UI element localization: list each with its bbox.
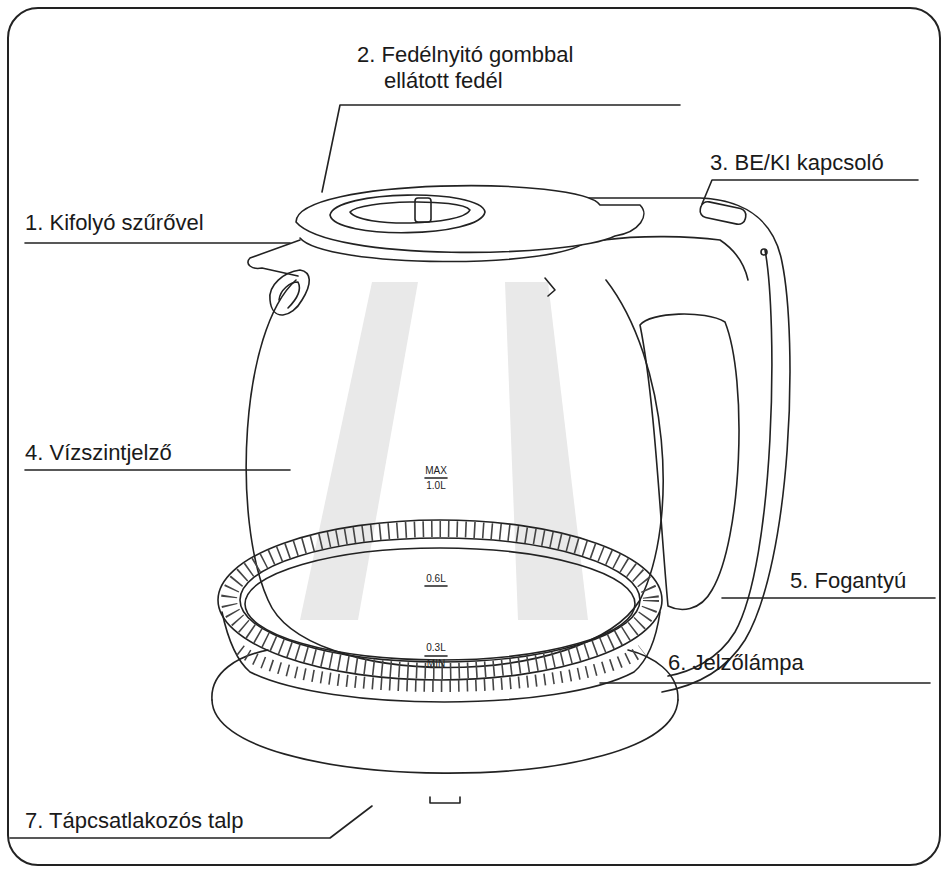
- glass-body: [246, 280, 663, 668]
- part-label: 4. Vízszintjelző: [25, 440, 172, 466]
- glass-reflection: [505, 282, 588, 620]
- part-label: 2. Fedélnyitó gombbal ellátott fedél: [357, 42, 634, 95]
- part-label: 5. Fogantyú: [790, 568, 906, 594]
- leader-line: [600, 682, 930, 684]
- scale-mark: 1.0L: [426, 480, 445, 492]
- handle-opening: [640, 314, 739, 609]
- handle: [668, 250, 772, 676]
- lid-button-grip: [415, 198, 431, 222]
- scale-mark: 0.6L: [426, 573, 445, 585]
- spout-filter: [270, 270, 309, 315]
- spout-filter: [279, 282, 299, 308]
- part-label: 3. BE/KI kapcsoló: [710, 150, 884, 176]
- part-label: 6. Jelzőlámpa: [668, 650, 804, 676]
- level-ring-ticks: [229, 529, 651, 671]
- heating-plate: [245, 548, 635, 660]
- level-ring: [222, 612, 660, 702]
- scale-mark: 0.3L: [426, 642, 445, 654]
- leader-line: [10, 806, 372, 838]
- spout: [248, 240, 300, 276]
- scale-line: [425, 655, 447, 657]
- lid: [296, 186, 644, 253]
- level-ring: [218, 520, 662, 680]
- level-ring-ticks: [240, 650, 642, 686]
- part-label: 1. Kifolyó szűrővel: [25, 210, 204, 236]
- leader-line: [322, 105, 680, 192]
- handle: [560, 198, 790, 692]
- on-off-switch: [699, 200, 747, 225]
- base-connector: [430, 797, 460, 803]
- leader-line: [702, 180, 918, 204]
- frame: [8, 8, 940, 865]
- leader-line: [722, 597, 935, 599]
- power-base: [212, 650, 268, 700]
- glass-reflection: [300, 282, 418, 620]
- scale-mark: MAX: [425, 465, 447, 477]
- power-base: [212, 700, 678, 773]
- scale-mark: MIN: [427, 658, 445, 670]
- switch-pivot: [761, 249, 767, 255]
- lid-latch: [545, 278, 555, 296]
- lid-button: [330, 195, 485, 233]
- leader-line: [25, 469, 290, 471]
- level-ring: [240, 538, 640, 662]
- lid-button: [350, 202, 470, 223]
- scale-line: [425, 477, 447, 479]
- leader-line: [25, 242, 290, 244]
- scale-line: [425, 585, 447, 587]
- part-label: 7. Tápcsatlakozós talp: [25, 808, 244, 834]
- handle: [604, 237, 748, 280]
